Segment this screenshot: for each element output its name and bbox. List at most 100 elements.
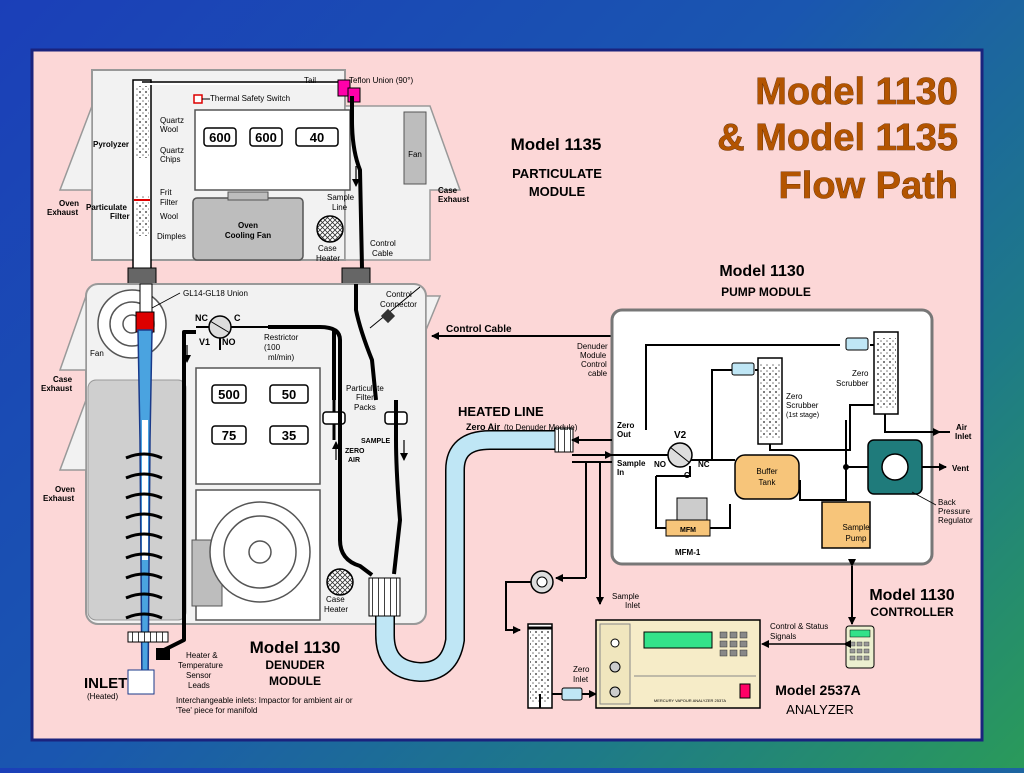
svg-text:Quartz: Quartz: [160, 146, 184, 155]
model-1135-temp-displays: 600 600 40: [203, 127, 339, 147]
oven-cooling-fan: Oven Cooling Fan: [192, 191, 304, 261]
svg-text:Filter: Filter: [110, 212, 130, 221]
controller-signals-label: Control & Status Signals: [770, 622, 828, 641]
svg-text:Air: Air: [956, 423, 967, 432]
control-connector: [380, 308, 396, 324]
svg-text:Heater: Heater: [324, 605, 348, 614]
svg-text:Denuder: Denuder: [577, 342, 608, 351]
svg-text:Quartz: Quartz: [160, 116, 184, 125]
svg-text:cable: cable: [588, 369, 608, 378]
svg-text:Zero: Zero: [573, 665, 590, 674]
svg-text:Particulate: Particulate: [86, 203, 127, 212]
svg-text:600: 600: [209, 130, 231, 145]
svg-text:500: 500: [218, 387, 240, 402]
case-fan: [403, 111, 427, 185]
pump-labels: Denuder Module Control cable Zero Scrubb…: [577, 342, 973, 557]
svg-text:Inlet: Inlet: [625, 601, 641, 610]
pump-to-heated-line: [555, 436, 613, 605]
buffer-tank-label: Buffer: [756, 467, 778, 476]
svg-text:Inlet: Inlet: [955, 432, 972, 441]
controller-heading: Model 1130 CONTROLLER: [869, 587, 954, 619]
svg-text:Sample: Sample: [612, 592, 640, 601]
svg-text:Case: Case: [438, 186, 458, 195]
svg-text:In: In: [617, 468, 624, 477]
svg-text:(to Denuder Module): (to Denuder Module): [504, 423, 578, 432]
svg-text:75: 75: [222, 428, 236, 443]
svg-text:Model 2537A: Model 2537A: [775, 682, 861, 698]
zero-scrubber-1st-stage: [757, 357, 783, 445]
inlet-label: INLET: [84, 675, 127, 692]
svg-text:NC: NC: [195, 313, 208, 323]
svg-text:Dimples: Dimples: [157, 232, 186, 241]
svg-text:& Model 1135: & Model 1135: [717, 117, 958, 159]
svg-text:Chips: Chips: [160, 155, 180, 164]
svg-text:Restrictor: Restrictor: [264, 333, 299, 342]
svg-text:C: C: [684, 471, 690, 480]
svg-text:Sensor: Sensor: [186, 671, 212, 680]
svg-text:Control & Status: Control & Status: [770, 622, 828, 631]
filter-block-1: [731, 362, 755, 376]
analyzer-labels: Sample Inlet Zero Inlet: [573, 592, 641, 684]
svg-text:ml/min): ml/min): [268, 353, 295, 362]
svg-text:MERCURY VAPOUR ANALYZER 2537A: MERCURY VAPOUR ANALYZER 2537A: [654, 698, 727, 703]
svg-text:Thermal Safety Switch: Thermal Safety Switch: [210, 94, 290, 103]
svg-text:(Heated): (Heated): [87, 692, 118, 701]
denuder-flow-lines: [159, 96, 402, 654]
page-title: Model 1130 & Model 1135 Flow Path: [717, 71, 958, 208]
svg-text:MODULE: MODULE: [269, 674, 321, 688]
svg-text:Scrubber: Scrubber: [786, 401, 819, 410]
svg-text:Heater: Heater: [316, 254, 340, 263]
svg-text:35: 35: [282, 428, 296, 443]
svg-text:Scrubber: Scrubber: [836, 379, 869, 388]
svg-text:HEATED LINE: HEATED LINE: [458, 404, 544, 419]
svg-text:Filter: Filter: [356, 393, 374, 402]
svg-text:ANALYZER: ANALYZER: [786, 702, 854, 717]
svg-text:Case: Case: [318, 244, 337, 253]
denuder-heading: Model 1130 DENUDER MODULE: [250, 638, 341, 688]
heated-line-labels: HEATED LINE Zero Air (to Denuder Module): [458, 404, 578, 432]
buffer-tank-label-2: Tank: [759, 478, 777, 487]
denuder-oven-fan: [191, 501, 311, 607]
svg-text:NC: NC: [698, 460, 710, 469]
svg-text:50: 50: [282, 387, 296, 402]
svg-text:Module: Module: [580, 351, 607, 360]
svg-text:Leads: Leads: [188, 681, 210, 690]
mfm-1: MFM: [665, 497, 711, 537]
buffer-tank: [734, 454, 800, 500]
gl-union-block: [127, 267, 157, 285]
svg-text:GL14-GL18 Union: GL14-GL18 Union: [183, 289, 248, 298]
model-1130-controller: [845, 625, 875, 669]
v2-valve: [667, 442, 693, 468]
svg-text:Sample: Sample: [327, 193, 355, 202]
svg-text:NO: NO: [654, 460, 666, 469]
svg-text:Temperature: Temperature: [178, 661, 223, 670]
svg-text:DENUDER: DENUDER: [265, 658, 325, 672]
svg-text:Model 1130: Model 1130: [869, 587, 954, 604]
svg-text:PUMP MODULE: PUMP MODULE: [721, 285, 811, 299]
svg-text:Exhaust: Exhaust: [43, 494, 74, 503]
svg-text:Zero Air: Zero Air: [466, 422, 501, 432]
svg-text:Oven: Oven: [59, 199, 79, 208]
sample-pump: [821, 501, 871, 549]
svg-text:Sample: Sample: [617, 459, 646, 468]
svg-text:Heater &: Heater &: [186, 651, 218, 660]
control-cable-label: Control Cable: [446, 324, 512, 335]
svg-text:Line: Line: [332, 203, 348, 212]
svg-text:Wool: Wool: [160, 125, 178, 134]
svg-text:Filter: Filter: [160, 198, 178, 207]
svg-text:Model 1130: Model 1130: [250, 638, 341, 657]
svg-text:Pyrolyzer: Pyrolyzer: [93, 140, 129, 149]
svg-text:Oven: Oven: [55, 485, 75, 494]
sample-pump-label: Sample: [842, 523, 870, 532]
svg-text:Particulate: Particulate: [346, 384, 384, 393]
analyzer-plumbing: [505, 570, 597, 709]
svg-text:Cooling Fan: Cooling Fan: [225, 231, 271, 240]
svg-text:Case: Case: [326, 595, 345, 604]
case-heater-grid-icon: [316, 215, 344, 243]
svg-text:V1: V1: [199, 337, 210, 347]
analyzer-heading: Model 2537A ANALYZER: [775, 682, 861, 717]
denuder-case-heater-icon: [326, 568, 354, 596]
svg-text:Oven: Oven: [238, 221, 258, 230]
svg-text:SAMPLE: SAMPLE: [361, 438, 391, 445]
